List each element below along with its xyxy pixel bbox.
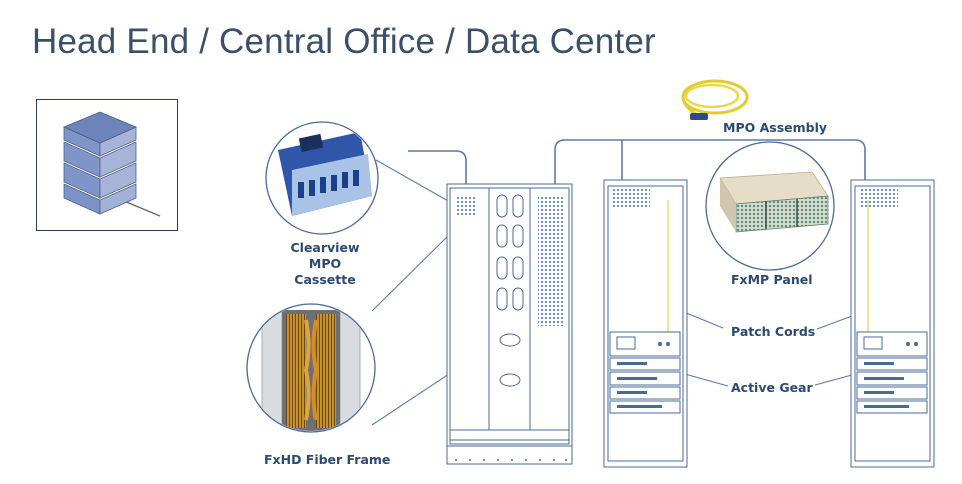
equipment-rack-center xyxy=(603,179,688,468)
label-active-gear: Active Gear xyxy=(731,380,813,395)
interconnect-lines xyxy=(408,139,866,184)
label-patch-cords: Patch Cords xyxy=(731,324,816,339)
mpo-assembly-cable-icon xyxy=(681,79,749,120)
label-fxmp-panel: FxMP Panel xyxy=(731,272,813,287)
page-title: Head End / Central Office / Data Center xyxy=(32,22,656,61)
mpo-cassette-icon xyxy=(265,121,379,235)
server-stack-icon xyxy=(36,99,178,231)
label-clearview-line1: Clearview xyxy=(290,240,360,255)
fxmp-panel-icon xyxy=(705,141,835,271)
label-clearview-cassette: Clearview MPO Cassette xyxy=(280,240,370,288)
fiber-frame-rack xyxy=(446,183,573,465)
label-fxhd-fiber-frame: FxHD Fiber Frame xyxy=(264,452,391,467)
fiber-frame-icon xyxy=(246,303,376,433)
equipment-rack-right xyxy=(850,179,935,468)
label-mpo-assembly: MPO Assembly xyxy=(723,120,828,135)
label-clearview-line2: MPO Cassette xyxy=(294,256,356,287)
